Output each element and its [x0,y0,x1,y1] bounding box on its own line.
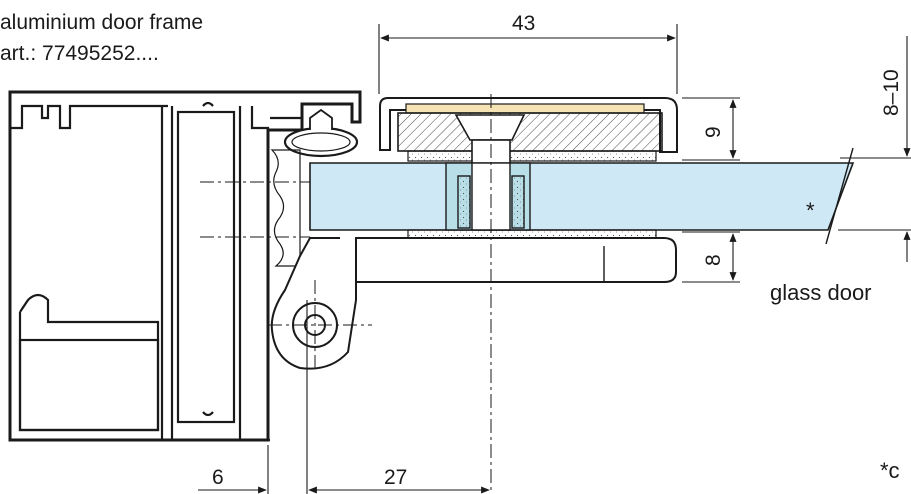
frame-outline [8,90,362,442]
upper-clamp [379,97,678,162]
sealing-strip [270,149,301,267]
dim-height-8: 8 [702,254,725,266]
dim-offset-6: 6 [212,466,224,489]
frame-title: aluminium door frame [0,11,203,34]
centre-lines [200,94,492,494]
hinge-arm [270,237,357,370]
footnote-mark: *c [880,458,900,483]
glass-asterisk: * [806,198,815,223]
frame-seal [283,126,359,158]
dim-offset-27: 27 [384,466,407,489]
dim-width-43: 43 [512,12,535,35]
lower-clamp [355,229,677,283]
glass-bushing [445,162,531,231]
article-number: art.: 77495252.... [0,42,159,65]
glass-door-label: glass door [770,280,872,305]
dim-height-9: 9 [702,126,725,138]
dimension-lines [198,24,911,494]
dim-glass-thickness: 8–10 [880,69,903,116]
